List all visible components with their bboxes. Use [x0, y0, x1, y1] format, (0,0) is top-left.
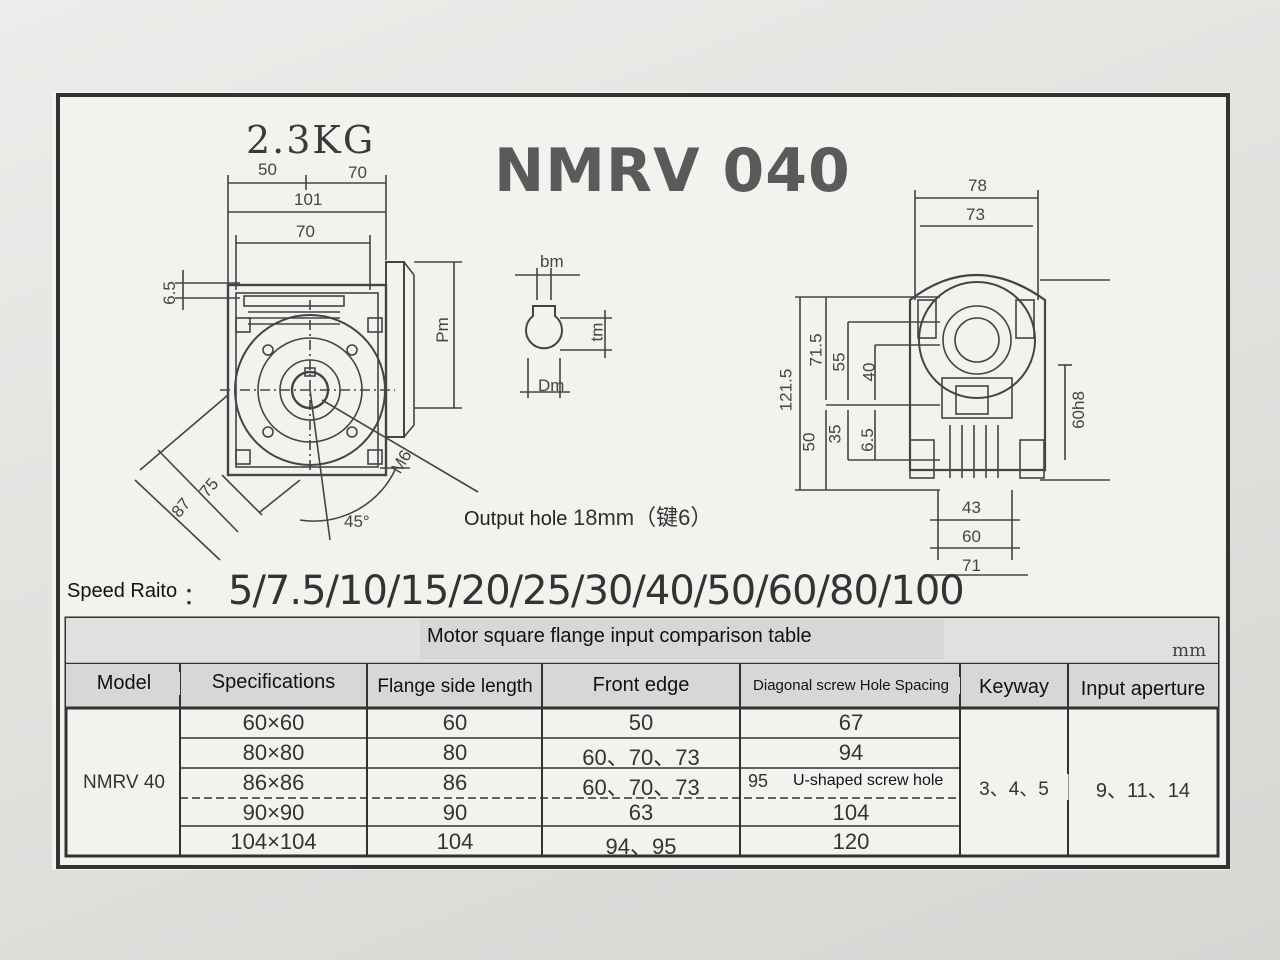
diag-cell: 94 — [838, 740, 864, 765]
dim-label: 73 — [966, 205, 985, 224]
dim-label: 70 — [296, 222, 315, 241]
diag-cell: 95 — [748, 771, 769, 791]
table-title: Motor square flange input comparison tab… — [427, 625, 812, 647]
spec-cell: 86×86 — [242, 770, 305, 795]
dim-label: 43 — [962, 498, 981, 517]
diag-cell: 67 — [838, 710, 864, 735]
dim-label: 6.5 — [857, 428, 877, 452]
spec-cell: 60×60 — [242, 710, 305, 735]
front-edge-cell: 50 — [628, 710, 654, 735]
dim-label: 35 — [825, 424, 845, 444]
model-title: NMRV 040 — [494, 136, 851, 206]
table-unit: mm — [1172, 640, 1207, 661]
output-hole-value: 18mm（键6） — [572, 505, 713, 530]
header-diagonal-screw-hole-spacing: Diagonal screw Hole Spacing — [742, 677, 960, 694]
speed-ratio-label: Speed Raito — [67, 580, 178, 602]
speed-ratio-values: 5/7.5/10/15/20/25/30/40/50/60/80/100 — [228, 568, 965, 614]
dim-label: Pm — [432, 317, 452, 343]
front-edge-cell: 60、70、73 — [582, 775, 700, 800]
output-hole-note: Output hole 18mm（键6） — [464, 500, 712, 532]
spec-cell: 104×104 — [230, 829, 317, 854]
weight-label: 2.3KG — [246, 118, 376, 162]
spec-cell: 80×80 — [242, 740, 305, 765]
speed-ratio-colon: ： — [183, 583, 207, 610]
key-label: tm — [587, 322, 607, 342]
dim-label: 71.5 — [806, 333, 826, 367]
flange-cell: 80 — [442, 740, 468, 765]
side-view — [795, 190, 1110, 576]
dim-label: 55 — [829, 352, 849, 372]
keyway-cell: 3、4、5 — [979, 779, 1049, 800]
outer-frame — [56, 93, 1230, 869]
dim-label: 60 — [962, 527, 981, 546]
header-flange-side-length: Flange side length — [369, 676, 541, 698]
key-detail — [515, 268, 612, 398]
flange-cell: 90 — [442, 800, 468, 825]
u-shaped-screw-hole-note: U-shaped screw hole — [790, 771, 947, 791]
flange-cell: 104 — [436, 829, 474, 854]
key-label: Dm — [538, 376, 565, 395]
header-specifications: Specifications — [182, 671, 365, 694]
dim-label: 70 — [348, 163, 367, 182]
left-view — [134, 175, 479, 561]
header-keyway: Keyway — [962, 676, 1066, 699]
output-hole-label: Output hole — [464, 508, 568, 530]
dim-label: 45° — [344, 512, 370, 531]
flange-cell: 60 — [442, 710, 468, 735]
header-model: Model — [68, 672, 180, 695]
header-input-aperture: Input aperture — [1070, 678, 1216, 701]
front-edge-cell: 94、95 — [605, 834, 677, 859]
dim-label: 50 — [258, 160, 277, 179]
table-title-band — [420, 619, 944, 659]
dim-label: 60h8 — [1068, 391, 1088, 429]
dim-label: 71 — [962, 556, 981, 575]
spec-cell: 90×90 — [242, 800, 305, 825]
model-cell: NMRV 40 — [82, 772, 165, 793]
input-aperture-cell: 9、11、14 — [1095, 780, 1191, 802]
paper-area — [52, 92, 1230, 870]
front-edge-cell: 63 — [628, 800, 654, 825]
dim-label: 101 — [294, 190, 323, 209]
diag-cell: 120 — [832, 829, 870, 854]
dim-label: 6.5 — [159, 281, 179, 305]
dim-label: 121.5 — [776, 368, 796, 412]
front-edge-cell: 60、70、73 — [582, 745, 700, 770]
header-front-edge: Front edge — [544, 674, 738, 697]
dim-label: 78 — [968, 176, 987, 195]
diag-cell: 104 — [832, 800, 870, 825]
dim-label: 50 — [799, 432, 819, 452]
flange-cell: 86 — [442, 770, 468, 795]
key-label: bm — [540, 252, 564, 271]
dim-label: 40 — [859, 362, 879, 382]
